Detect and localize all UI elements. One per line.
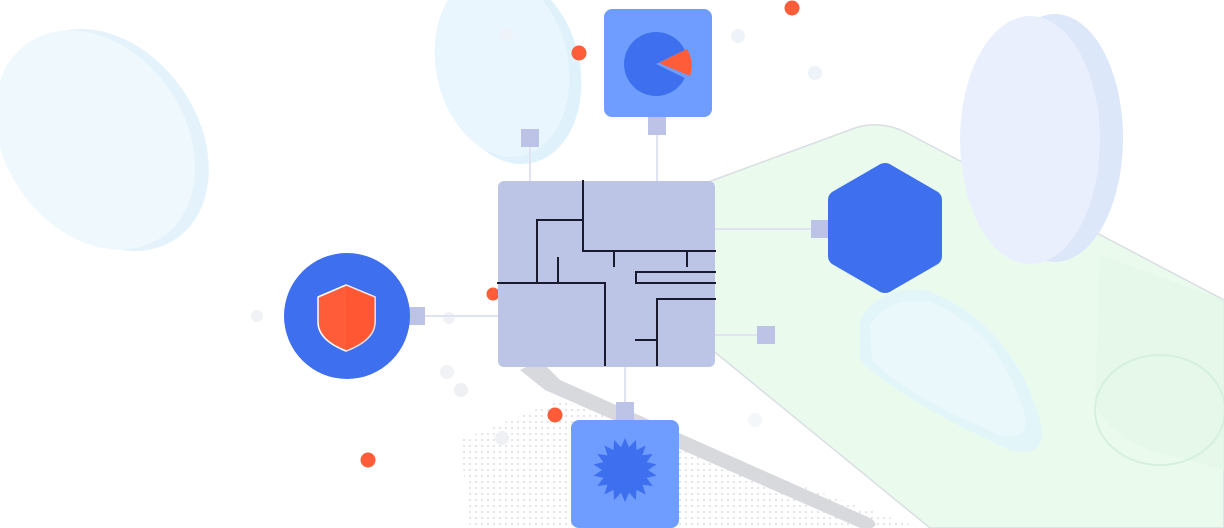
- hexagon-shape: [828, 163, 942, 293]
- right-node[interactable]: [828, 163, 942, 293]
- connector-square: [616, 402, 634, 420]
- faint-dot: [495, 431, 509, 445]
- right-lens: [960, 14, 1123, 264]
- pie-chart-icon: [624, 31, 692, 96]
- faint-dot: [731, 29, 745, 43]
- connectors: [416, 134, 820, 404]
- maze-icon: [497, 180, 716, 366]
- faint-dot: [808, 66, 822, 80]
- orange-dot: [571, 45, 587, 61]
- faint-dot: [443, 312, 455, 324]
- hub-node[interactable]: [497, 180, 716, 367]
- top-lens: [434, 0, 582, 164]
- faint-dot: [440, 365, 454, 379]
- orange-dot: [360, 452, 376, 468]
- faint-dot: [454, 383, 468, 397]
- hub-background: [498, 181, 715, 367]
- left-lens: [0, 28, 209, 252]
- connector-square: [407, 307, 425, 325]
- green-slab-oval: [1094, 354, 1224, 466]
- orange-dot: [486, 287, 500, 301]
- top-node[interactable]: [604, 9, 712, 117]
- slab-lens: [860, 289, 1042, 452]
- grey-base-edge: [520, 360, 876, 528]
- accent-dots: [360, 0, 800, 468]
- connector-square: [521, 129, 539, 147]
- bottom-node[interactable]: [571, 420, 679, 528]
- orange-dot: [784, 0, 800, 16]
- starburst-icon: [593, 438, 657, 502]
- shield-icon: [317, 284, 376, 352]
- connector-squares: [407, 117, 829, 420]
- faint-dot: [251, 310, 263, 322]
- left-node[interactable]: [284, 253, 410, 379]
- connector-square: [648, 117, 666, 135]
- faint-dot: [748, 413, 762, 427]
- faint-dot: [500, 27, 514, 41]
- connector-square: [811, 220, 829, 238]
- green-slab-plateau: [1095, 255, 1224, 470]
- connector-square: [757, 326, 775, 344]
- orange-dot: [547, 407, 563, 423]
